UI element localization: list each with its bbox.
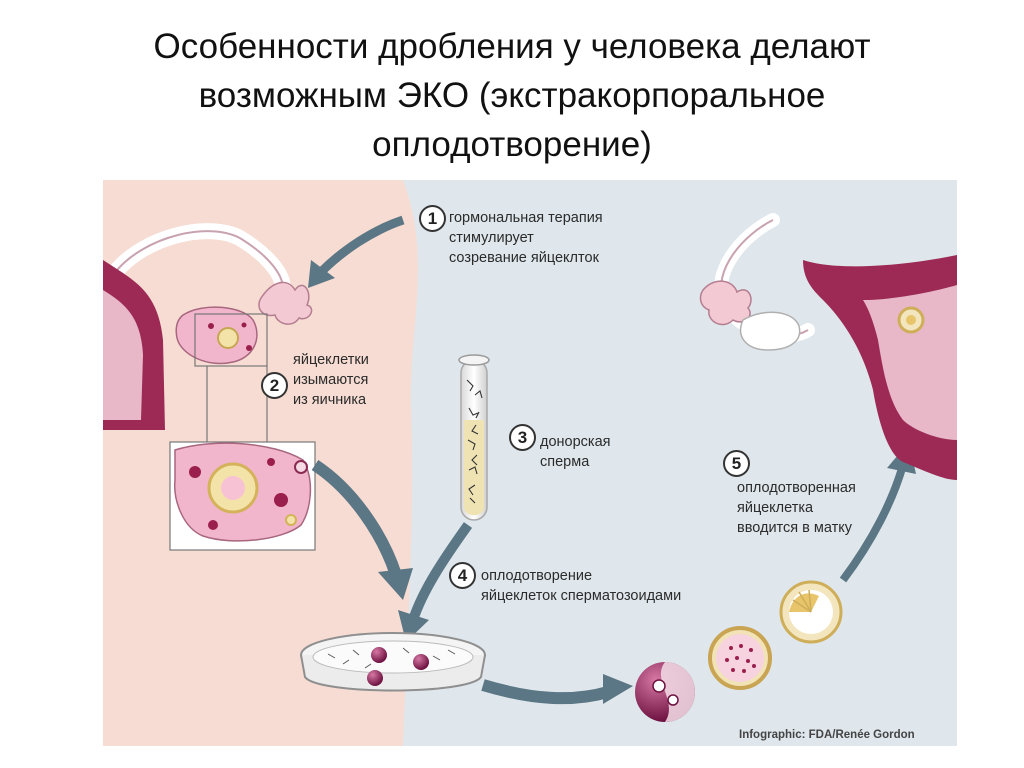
left-uterus-inner bbox=[103, 290, 143, 420]
slide-title: Особенности дробления у человека делают … bbox=[60, 22, 964, 169]
title-line-1: Особенности дробления у человека делают bbox=[153, 27, 871, 66]
right-uterus-cavity bbox=[863, 285, 957, 440]
step-1-line-1: гормональная терапия bbox=[449, 210, 603, 226]
right-fimbria bbox=[699, 280, 752, 326]
blastocyst bbox=[779, 580, 843, 644]
step-5-line-1: оплодотворенная bbox=[737, 480, 856, 496]
arrow-dish-to-zygote bbox=[481, 679, 610, 705]
step-2-line-3: из яичника bbox=[293, 392, 367, 408]
step-5-label: оплодотворенная яйцеклетка вводится в ма… bbox=[737, 478, 856, 538]
step-4-label: оплодотворение яйцеклеток сперматозоидам… bbox=[481, 566, 681, 606]
ovary bbox=[175, 306, 258, 365]
step-4-line-1: оплодотворение bbox=[481, 568, 593, 584]
step-3-number: 3 bbox=[509, 424, 536, 451]
title-line-3: оплодотворение) bbox=[372, 125, 652, 164]
step-2-number: 2 bbox=[261, 372, 288, 399]
step-2-label: яйцеклетки изымаются из яичника bbox=[293, 350, 369, 410]
step-3-line-1: донорская bbox=[540, 434, 611, 450]
test-tube bbox=[458, 354, 490, 521]
step-3-label: донорская сперма bbox=[540, 432, 611, 472]
infographic-drawing bbox=[103, 180, 957, 746]
image-credit: Infographic: FDA/Renée Gordon bbox=[739, 729, 915, 741]
step-1-line-2: стимулирует bbox=[449, 230, 534, 246]
step-4-line-2: яйцеклеток сперматозоидами bbox=[481, 588, 682, 604]
step-5-number: 5 bbox=[723, 450, 750, 477]
step-4-number: 4 bbox=[449, 562, 476, 589]
ivf-infographic: 1 гормональная терапия стимулирует созре… bbox=[103, 180, 957, 746]
step-1-label: гормональная терапия стимулирует созрева… bbox=[449, 208, 603, 268]
step-3-line-2: сперма bbox=[540, 454, 590, 470]
morula bbox=[708, 626, 772, 690]
step-1-number: 1 bbox=[419, 205, 446, 232]
left-fimbria bbox=[258, 281, 313, 325]
step-5-line-2: яйцеклетка bbox=[737, 500, 814, 516]
egg-release bbox=[294, 460, 308, 474]
ovary-zoom-box bbox=[194, 313, 268, 367]
step-2-line-2: изымаются bbox=[293, 372, 369, 388]
zygote bbox=[635, 662, 695, 722]
arrow-step-3 bbox=[408, 522, 473, 622]
arrow-to-uterus bbox=[839, 463, 907, 583]
arrow-step-1 bbox=[317, 215, 405, 276]
title-line-2: возможным ЭКО (экстракорпоральное bbox=[198, 76, 826, 115]
petri-dish bbox=[300, 632, 486, 692]
step-5-line-3: вводится в матку bbox=[737, 520, 853, 536]
arrow-step-2 bbox=[311, 459, 402, 577]
step-2-line-1: яйцеклетки bbox=[293, 352, 369, 368]
right-ovary bbox=[739, 311, 801, 351]
step-1-line-3: созревание яйцеклток bbox=[449, 250, 599, 266]
